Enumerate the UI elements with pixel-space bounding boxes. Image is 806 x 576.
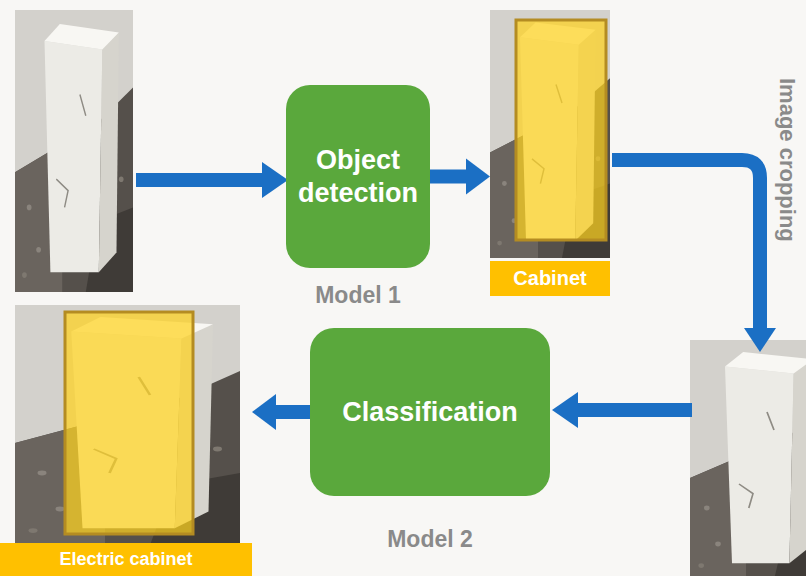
detected-photo — [490, 10, 610, 258]
classified-photo — [15, 305, 240, 545]
class-label: Electric cabinet — [0, 543, 252, 576]
flow-arrow — [430, 159, 490, 195]
model-box: ClassificationModel 2 — [310, 328, 550, 496]
model-title: Classification — [342, 396, 518, 429]
result-image: Electric cabinet — [0, 305, 252, 576]
model-title: Object detection — [294, 144, 422, 210]
class-label: Cabinet — [490, 261, 610, 296]
cabinet-photo — [15, 10, 133, 292]
flow-arrow — [252, 394, 310, 430]
step-label: Image cropping — [774, 78, 800, 242]
result-image: Cabinet — [490, 10, 610, 296]
model-box: Object detectionModel 1 — [286, 85, 430, 268]
model-caption: Model 1 — [315, 282, 401, 309]
model-caption: Model 2 — [387, 526, 473, 553]
cropped-photo — [690, 340, 806, 576]
